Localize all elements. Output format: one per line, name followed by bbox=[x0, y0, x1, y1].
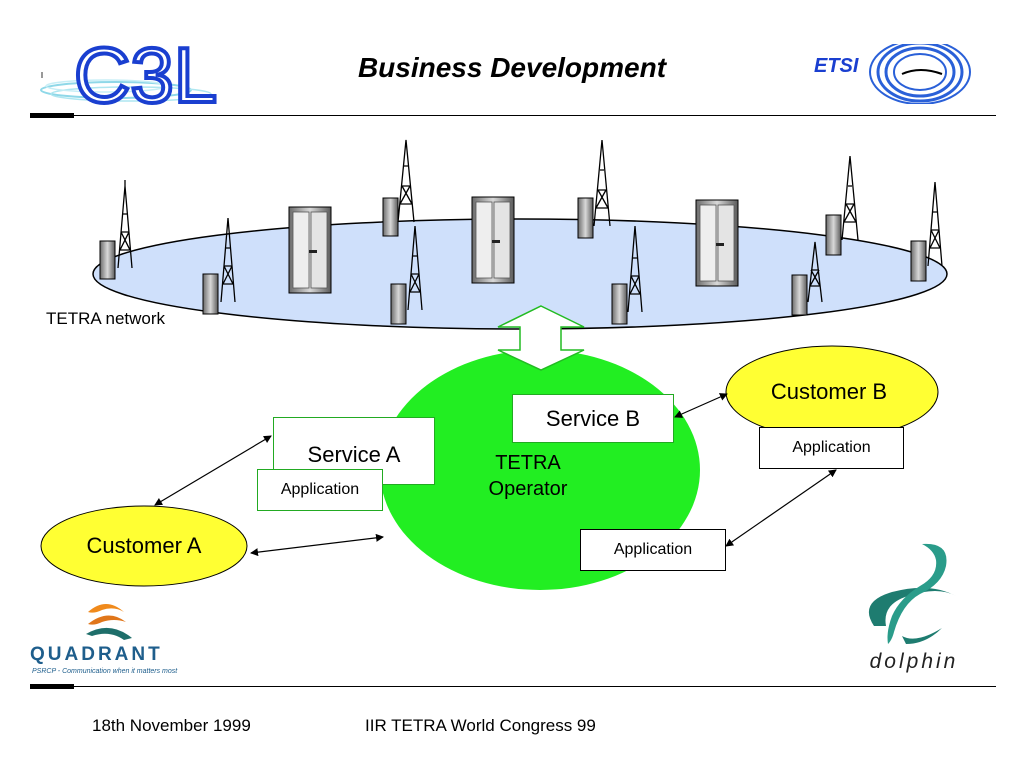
base-station-icon bbox=[99, 240, 116, 280]
c3l-logo-graphic: C3L bbox=[40, 29, 219, 121]
customer-b-label: Customer B bbox=[771, 379, 887, 404]
etsi-logo: ETSI bbox=[812, 39, 972, 105]
application-b-box: Application bbox=[759, 427, 904, 469]
base-station-icon bbox=[382, 197, 399, 237]
quadrant-tagline: PSRCP - Communication when it matters mo… bbox=[32, 668, 178, 675]
quadrant-name: QUADRANT bbox=[30, 644, 163, 665]
base-station-icon bbox=[577, 197, 594, 239]
tetra-network-label: TETRA network bbox=[46, 309, 166, 328]
base-station-icon bbox=[825, 214, 842, 256]
page-title: Business Development bbox=[357, 52, 667, 83]
etsi-logo-graphic: ETSI bbox=[814, 39, 971, 105]
footer-date: 18th November 1999 bbox=[92, 716, 251, 735]
antenna-tower-icon bbox=[807, 241, 823, 303]
base-station-icon bbox=[390, 283, 407, 325]
service-b-customer-b-arrow bbox=[674, 393, 728, 418]
operator-label-line2: Operator bbox=[489, 478, 568, 500]
antenna-tower-icon bbox=[397, 139, 415, 223]
dolphin-logo: dolphin bbox=[846, 540, 982, 680]
network-operator-link-arrow bbox=[497, 305, 585, 371]
footer-rule bbox=[74, 686, 996, 687]
dolphin-logo-graphic: dolphin bbox=[868, 543, 959, 673]
antenna-tower-icon bbox=[841, 155, 859, 241]
application-customer-b-arrow bbox=[725, 469, 837, 547]
base-station-icon bbox=[202, 273, 219, 315]
antenna-tower-icon bbox=[627, 225, 643, 313]
service-b-box: Service B bbox=[512, 394, 674, 443]
base-station-icon bbox=[611, 283, 628, 325]
application-b-label: Application bbox=[792, 439, 871, 456]
service-a-label: Service A bbox=[307, 442, 401, 467]
base-station-icon bbox=[791, 274, 808, 316]
application-operator-box: Application bbox=[580, 529, 726, 571]
service-b-label: Service B bbox=[545, 405, 641, 431]
header-rule-accent bbox=[30, 113, 74, 118]
etsi-logo-text: ETSI bbox=[814, 55, 859, 77]
operator-label-line1: TETRA bbox=[495, 452, 561, 474]
header-rule bbox=[74, 115, 996, 116]
antenna-tower-icon bbox=[220, 217, 236, 303]
application-a-box: Application bbox=[257, 469, 383, 511]
customer-a-service-a-arrow bbox=[154, 435, 272, 506]
base-station-icon bbox=[910, 240, 927, 282]
application-a-label: Application bbox=[280, 481, 360, 498]
antenna-tower-icon bbox=[117, 180, 133, 269]
customer-a-ellipse bbox=[40, 505, 248, 587]
switch-cabinet-icon bbox=[288, 206, 332, 294]
antenna-tower-icon bbox=[927, 181, 943, 267]
dolphin-name: dolphin bbox=[870, 650, 959, 673]
application-operator-label: Application bbox=[613, 541, 693, 558]
antenna-tower-icon bbox=[407, 225, 423, 311]
footer-event: IIR TETRA World Congress 99 bbox=[365, 716, 596, 735]
customer-a-label: Customer A bbox=[87, 533, 202, 558]
quadrant-logo: QUADRANT PSRCP - Communication when it m… bbox=[28, 594, 198, 678]
switch-cabinet-icon bbox=[695, 199, 739, 287]
switch-cabinet-icon bbox=[471, 196, 515, 284]
quadrant-logo-graphic: QUADRANT PSRCP - Communication when it m… bbox=[30, 604, 178, 675]
footer-rule-accent bbox=[30, 684, 74, 689]
c3l-logo-text: C3L bbox=[74, 31, 217, 108]
c3l-logo: C3L bbox=[36, 28, 256, 121]
customer-a-operator-arrow bbox=[250, 533, 384, 557]
antenna-tower-icon bbox=[593, 139, 611, 227]
